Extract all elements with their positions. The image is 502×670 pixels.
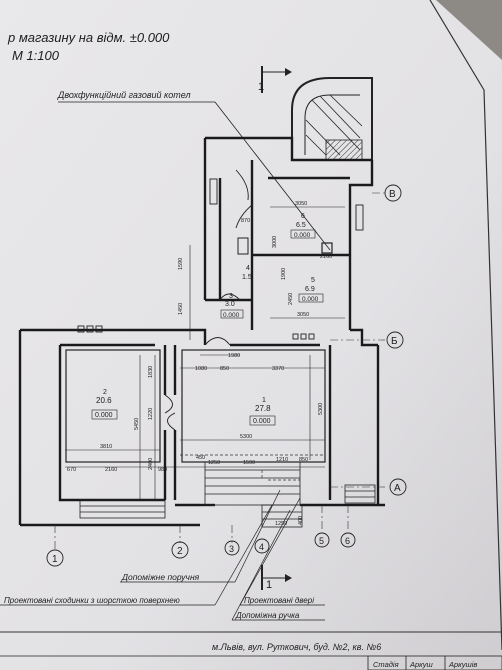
svg-text:850: 850	[299, 457, 308, 463]
handle-annotation: Допоміжна ручка	[235, 611, 300, 620]
room-2-number: 2	[103, 389, 107, 396]
leader-lines	[0, 489, 325, 621]
svg-text:1210: 1210	[276, 457, 288, 463]
svg-text:3050: 3050	[297, 312, 309, 318]
svg-text:2160: 2160	[320, 254, 332, 260]
svg-text:1: 1	[258, 81, 264, 93]
room-1-level: 0.000	[253, 418, 271, 425]
svg-text:2400: 2400	[148, 458, 154, 470]
svg-text:3370: 3370	[272, 366, 284, 372]
room-2-area: 20.6	[96, 396, 112, 405]
svg-text:1590: 1590	[178, 258, 184, 270]
dimension-texts: 3050 870 3000 2160 1900 1590 1450 2450 3…	[67, 201, 332, 527]
svg-text:1220: 1220	[148, 408, 154, 420]
staircase	[291, 77, 373, 161]
title-block-sheet: Аркуш	[409, 660, 433, 669]
svg-text:3050: 3050	[295, 201, 307, 207]
axis-bubbles	[46, 184, 407, 567]
title-block-stage: Стадія	[373, 660, 399, 669]
room-labels: 1 27.8 0.000 2 20.6 0.000 3 3.0 0.000 4 …	[91, 213, 324, 426]
room-2-level: 0.000	[95, 412, 113, 419]
section-mark-bottom: 1	[261, 565, 292, 591]
axis-label-3: 3	[229, 544, 234, 554]
dimension-lines	[65, 206, 345, 500]
svg-text:1590: 1590	[243, 460, 255, 466]
room-6-number: 6	[301, 213, 305, 220]
axis-label-2: 2	[177, 546, 183, 557]
section-mark-top: 1	[258, 66, 292, 93]
svg-text:1250: 1250	[275, 521, 287, 527]
room-4-number: 4	[246, 265, 250, 272]
handrails-annotation: Допоміжне поручня	[121, 572, 200, 582]
title-block	[0, 655, 502, 670]
room-3-level: 0.000	[223, 312, 240, 319]
svg-text:870: 870	[241, 218, 250, 224]
drawing-scale: М 1:100	[12, 48, 60, 63]
room-6-area: 6.5	[296, 222, 306, 229]
axis-label-5: 5	[319, 536, 324, 546]
room-4-area: 1.5	[242, 274, 252, 281]
drawing-title: р магазину на відм. ±0.000	[7, 30, 170, 45]
room-5-level: 0.000	[302, 296, 319, 303]
svg-text:850: 850	[220, 366, 229, 372]
axis-label-b: Б	[391, 336, 398, 347]
drawing-frame	[429, 0, 502, 651]
walls	[18, 136, 385, 527]
room-3-number: 3	[229, 293, 233, 300]
room-5-number: 5	[311, 277, 315, 284]
window-markers	[77, 178, 364, 340]
title-block-address: м.Львів, вул. Руткович, буд. №2, кв. №6	[212, 642, 381, 652]
axis-label-a: А	[394, 483, 401, 494]
svg-text:2160: 2160	[105, 467, 117, 473]
svg-text:1250: 1250	[208, 460, 220, 466]
stairs-annotation: Проектовані сходинки з шорсткою поверхне…	[4, 596, 180, 605]
room-6-level: 0.000	[294, 232, 311, 239]
axis-label-v: В	[389, 189, 396, 200]
svg-text:400: 400	[298, 516, 304, 525]
room-3-area: 3.0	[225, 301, 235, 308]
svg-text:1: 1	[266, 579, 272, 591]
door-swings	[164, 169, 253, 431]
axis-lines	[54, 192, 385, 550]
svg-text:5300: 5300	[318, 403, 324, 415]
svg-text:1900: 1900	[281, 268, 287, 280]
axis-label-6: 6	[345, 536, 350, 546]
svg-text:1830: 1830	[148, 366, 154, 378]
room-5-area: 6.9	[305, 286, 315, 293]
svg-text:5300: 5300	[240, 434, 252, 440]
svg-text:5450: 5450	[134, 418, 140, 430]
svg-text:2450: 2450	[288, 293, 294, 305]
svg-text:1980: 1980	[228, 353, 240, 359]
svg-text:1450: 1450	[178, 303, 184, 315]
gas-boiler-icon	[321, 242, 333, 254]
svg-text:450: 450	[196, 455, 205, 461]
room-1-area: 27.8	[255, 404, 271, 413]
axis-label-1: 1	[52, 554, 58, 565]
axis-label-4: 4	[259, 542, 264, 552]
svg-text:1080: 1080	[195, 366, 207, 372]
sink-icon	[237, 237, 249, 255]
svg-text:670: 670	[67, 467, 76, 473]
doors-annotation: Проектовані двері	[244, 596, 314, 605]
boiler-annotation: Двохфункційний газовий котел	[57, 90, 191, 100]
svg-text:3000: 3000	[272, 236, 278, 248]
title-block-sheets: Аркушів	[448, 660, 477, 669]
room-2-outline	[65, 349, 161, 463]
boiler-leader-diag	[214, 101, 331, 251]
svg-text:3810: 3810	[100, 444, 112, 450]
dashed-guides	[180, 454, 325, 481]
entrance-stairs	[79, 461, 376, 528]
svg-text:980: 980	[158, 467, 167, 473]
room-1-number: 1	[262, 397, 266, 404]
